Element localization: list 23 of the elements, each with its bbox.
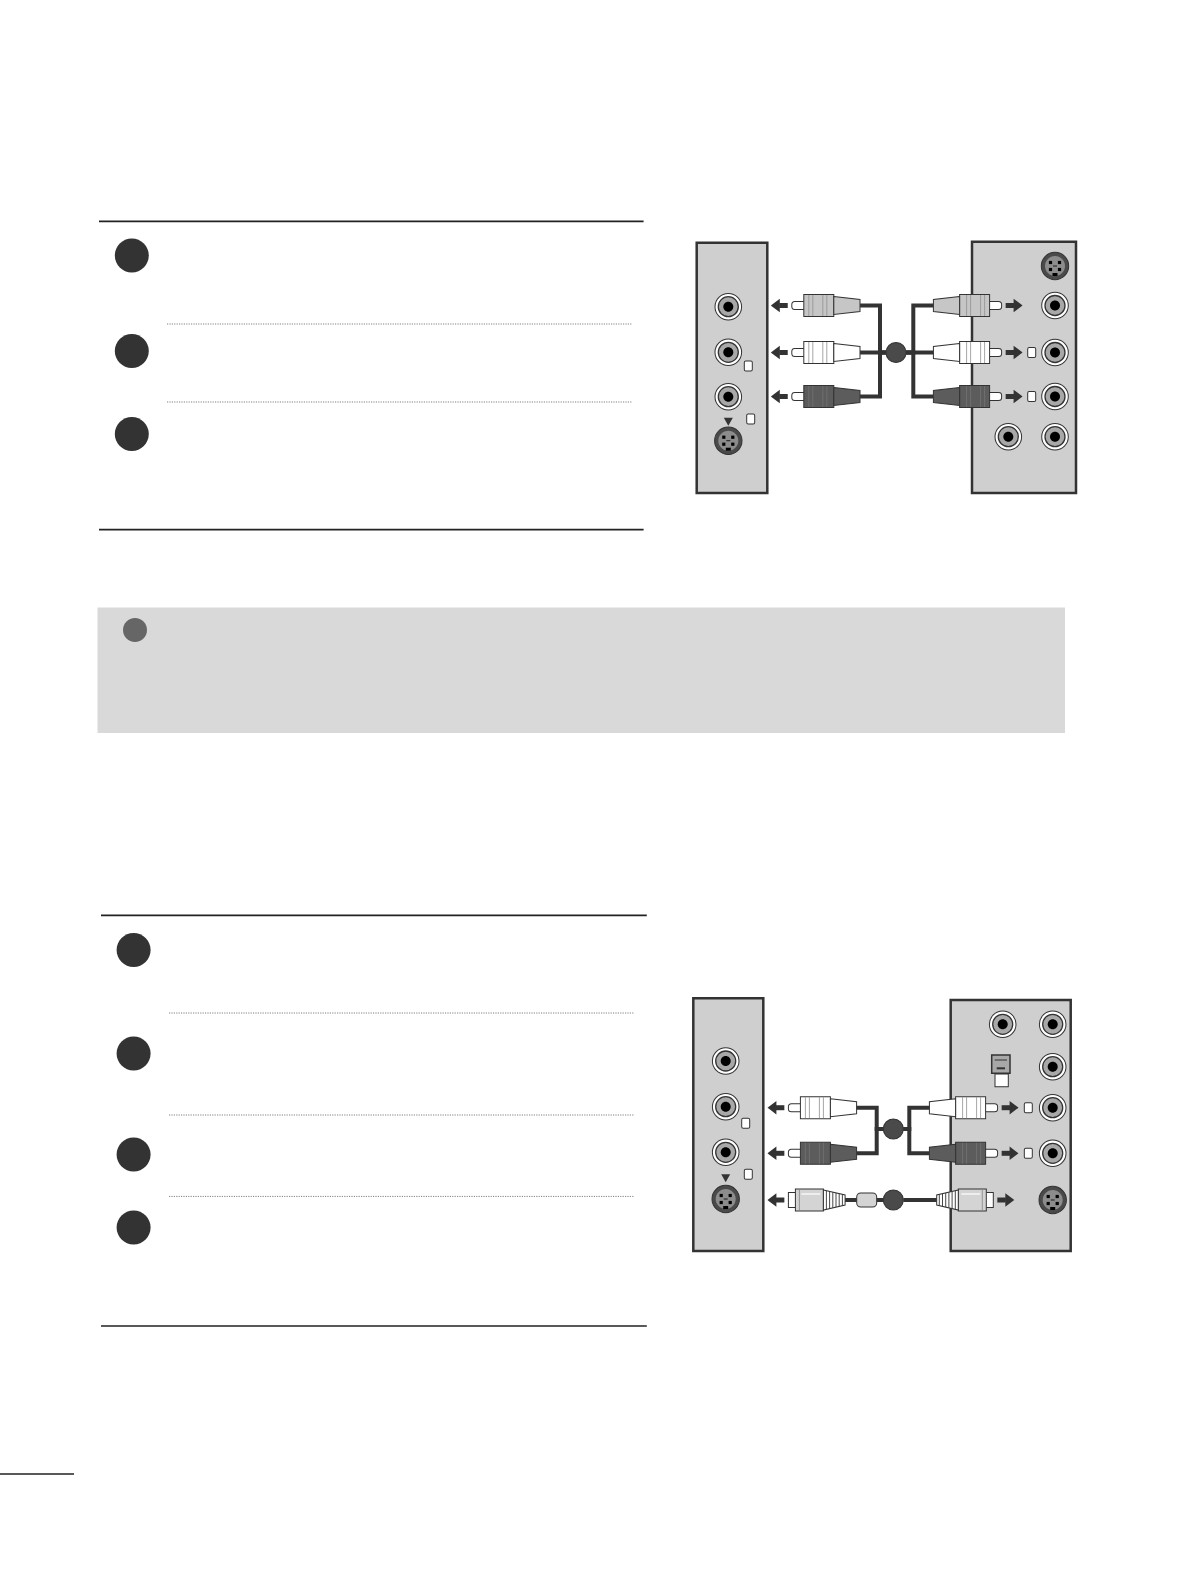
junction-dot xyxy=(882,1118,904,1140)
ferrite-bead xyxy=(856,1192,878,1208)
rca-plug xyxy=(928,1096,999,1120)
junction-dot xyxy=(882,1189,904,1211)
rca-plug xyxy=(787,1096,858,1120)
s-video-plug xyxy=(787,1188,846,1212)
cable xyxy=(876,1198,884,1202)
rca-plug xyxy=(787,1141,858,1165)
rca-plug xyxy=(791,294,861,317)
cable xyxy=(903,1198,937,1202)
cable xyxy=(856,1127,884,1156)
rca-plug xyxy=(791,341,861,364)
rca-plug xyxy=(932,385,1003,408)
s-video-plug xyxy=(936,1188,994,1212)
cable xyxy=(860,350,886,399)
cable xyxy=(845,1198,857,1202)
rca-plug xyxy=(791,385,861,408)
junction-dot xyxy=(885,342,907,363)
cable xyxy=(906,350,934,399)
rca-plug xyxy=(928,1141,999,1165)
rca-plug xyxy=(932,294,1003,317)
rca-plug xyxy=(932,341,1003,364)
cable xyxy=(903,1127,930,1156)
